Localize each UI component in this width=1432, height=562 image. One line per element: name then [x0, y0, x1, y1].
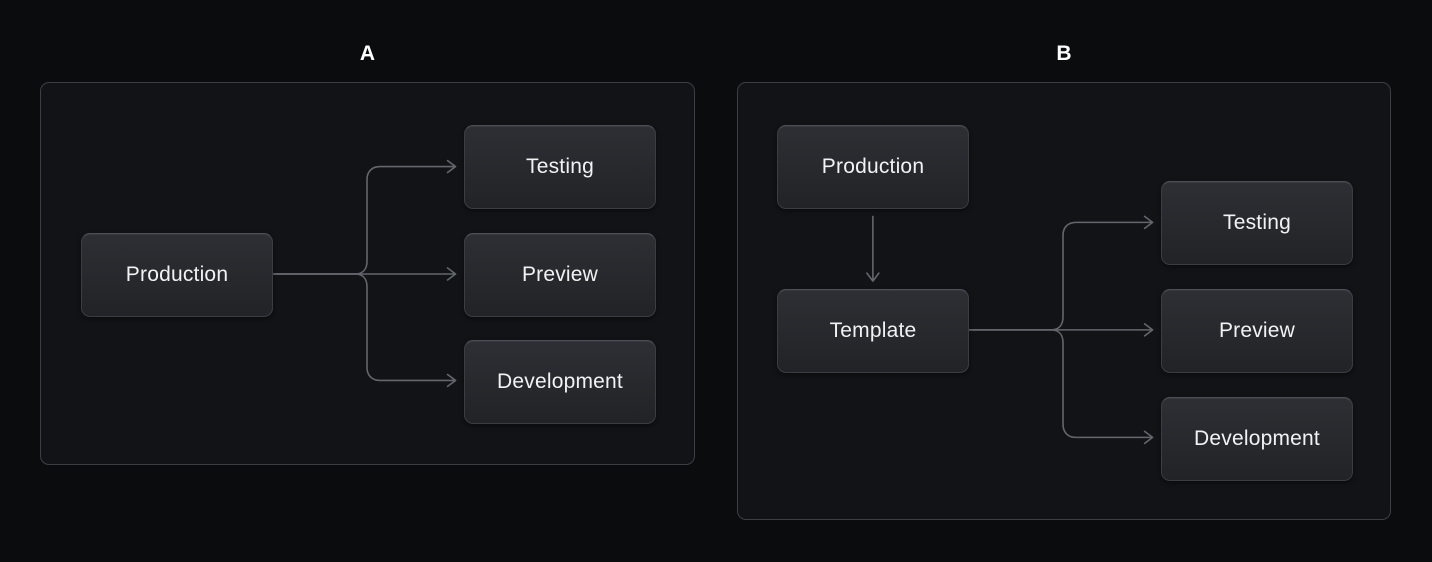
node-development: Development: [464, 340, 656, 424]
node-production-label: Production: [125, 263, 229, 286]
edge-template-to-testing: [967, 215, 1154, 331]
node-development-label: Development: [497, 370, 623, 393]
node-preview-label: Preview: [521, 263, 599, 286]
diagram-panel-a: Production Testing Preview Development: [40, 82, 695, 465]
node-testing-label: Testing: [1223, 211, 1291, 234]
node-testing: Testing: [1161, 181, 1353, 265]
node-production: Production: [777, 125, 969, 209]
node-testing-label: Testing: [526, 155, 594, 178]
panel-a-label: A: [359, 42, 376, 65]
node-preview-label: Preview: [1218, 319, 1296, 342]
node-production: Production: [81, 233, 273, 317]
node-template-label: Template: [829, 319, 917, 342]
edge-production-to-preview: [271, 267, 457, 281]
node-production-label: Production: [821, 155, 925, 178]
edge-production-to-template: [866, 215, 880, 282]
node-testing: Testing: [464, 125, 656, 209]
node-preview: Preview: [1161, 289, 1353, 373]
node-preview: Preview: [464, 233, 656, 317]
node-development: Development: [1161, 397, 1353, 481]
edge-production-to-testing: [271, 159, 457, 275]
edge-production-to-development: [271, 273, 457, 388]
panel-b-label: B: [1056, 42, 1072, 65]
edge-template-to-development: [967, 329, 1154, 445]
node-template: Template: [777, 289, 969, 373]
node-development-label: Development: [1194, 427, 1320, 450]
diagram-panel-b: Production Template Testing Preview Deve…: [737, 82, 1391, 520]
edge-template-to-preview: [967, 323, 1154, 337]
